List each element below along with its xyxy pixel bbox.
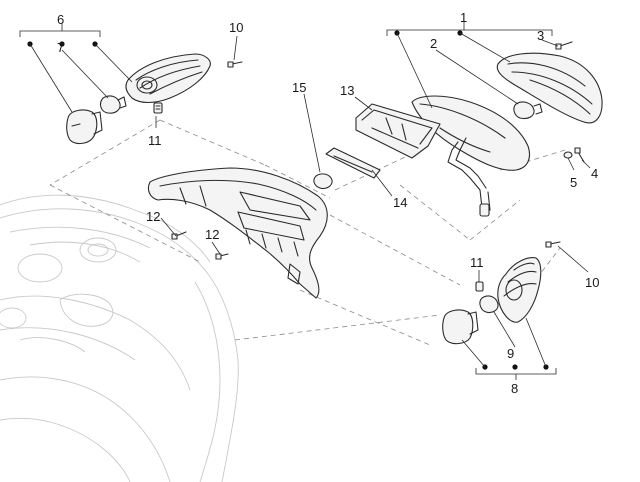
- callout-6: 6: [57, 12, 64, 27]
- rear-frame: [147, 167, 328, 299]
- left-bulb: [99, 95, 127, 114]
- callout-15: 15: [292, 80, 306, 95]
- callout-11-left: 11: [148, 133, 162, 148]
- callout-8: 8: [511, 381, 518, 396]
- callout-13: 13: [340, 83, 354, 98]
- scooter-body-outline: [0, 194, 239, 482]
- callout-12-upper: 12: [146, 209, 160, 224]
- callout-2: 2: [430, 36, 437, 51]
- taillight-washer-5: [563, 151, 573, 159]
- callout-1: 1: [460, 10, 467, 25]
- left-turn-indicator-lens: [125, 53, 211, 104]
- left-clip: [153, 102, 163, 114]
- callout-11-right: 11: [470, 255, 484, 270]
- plate-light-housing: [355, 103, 441, 159]
- callout-10-left: 10: [229, 20, 243, 35]
- taillight-bulb: [513, 101, 543, 120]
- right-clip: [475, 281, 484, 292]
- taillight-lens: [496, 52, 603, 124]
- group-bracket-8: [475, 364, 557, 380]
- left-bulb-socket: [66, 109, 103, 145]
- group-bracket-1: [386, 22, 553, 36]
- right-turn-indicator-lens: [497, 257, 542, 323]
- frame-screw-12-upper: [171, 231, 187, 240]
- plate-light-bulb: [313, 173, 333, 190]
- taillight-screw-4: [574, 147, 585, 163]
- callout-4: 4: [591, 166, 598, 181]
- right-bulb: [479, 295, 499, 314]
- leader-lines: [29, 32, 591, 368]
- callout-labels: 6 7 10 11 1 2 3 4 5 15 13 14 12 12 11 10…: [57, 10, 599, 396]
- left-screw-10: [227, 61, 243, 68]
- taillight-screw-3: [555, 41, 573, 50]
- callout-10-right: 10: [585, 275, 599, 290]
- callout-9: 9: [507, 346, 514, 361]
- callout-12-lower: 12: [205, 227, 219, 242]
- right-screw-10: [545, 241, 561, 248]
- taillight-housing: [411, 95, 531, 217]
- right-bulb-socket: [442, 309, 479, 345]
- frame-screw-12-lower: [215, 253, 229, 260]
- callout-5: 5: [570, 175, 577, 190]
- callout-7: 7: [57, 40, 64, 55]
- callout-14: 14: [393, 195, 407, 210]
- callout-3: 3: [537, 28, 544, 43]
- plate-light-lens: [325, 147, 381, 179]
